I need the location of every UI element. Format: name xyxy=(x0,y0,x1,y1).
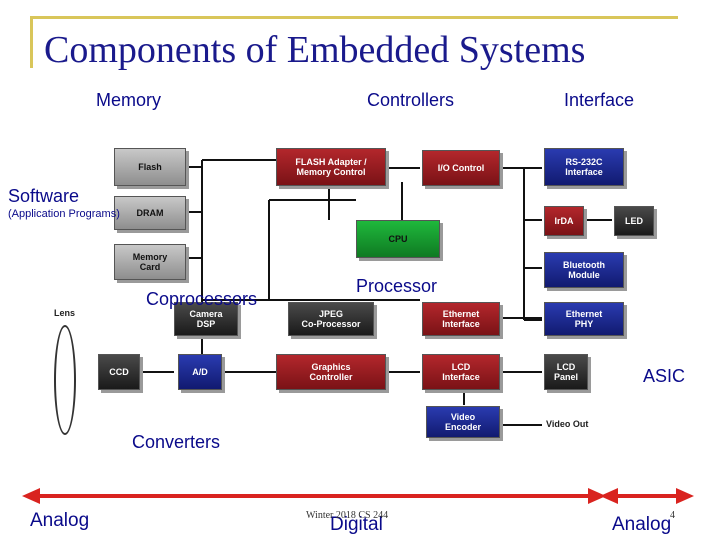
block-lcd-interface: LCD Interface xyxy=(422,354,500,390)
block-jpeg: JPEG Co-Processor xyxy=(288,302,374,336)
block-io-control: I/O Control xyxy=(422,150,500,186)
footer-course: Winter 2018 CS 244 xyxy=(306,510,389,521)
block-camera-dsp: Camera DSP xyxy=(174,302,238,336)
block-video-encoder: Video Encoder xyxy=(426,406,500,438)
block-ccd: CCD xyxy=(98,354,140,390)
block-cpu: CPU xyxy=(356,220,440,258)
block-flash-adapter: FLASH Adapter / Memory Control xyxy=(276,148,386,186)
analog-digital-arrow xyxy=(22,488,694,504)
block-irda: IrDA xyxy=(544,206,584,236)
block-ethernet-phy: Ethernet PHY xyxy=(544,302,624,336)
label-converters: Converters xyxy=(132,432,221,452)
block-graphics-controller: Graphics Controller xyxy=(276,354,386,390)
label-software-sub: (Application Programs) xyxy=(8,208,120,220)
label-processor: Processor xyxy=(356,276,438,296)
label-lens: Lens xyxy=(54,308,76,318)
label-coprocessors: Coprocessors xyxy=(146,289,258,309)
block-led: LED xyxy=(614,206,654,236)
label-software: Software xyxy=(8,186,80,206)
page-title: Components of Embedded Systems xyxy=(44,29,586,71)
footer-page-number: 4 xyxy=(670,510,675,521)
block-dram: DRAM xyxy=(114,196,186,230)
label-asic: ASIC xyxy=(643,366,686,386)
block-lcd-panel: LCD Panel xyxy=(544,354,588,390)
block-ad: A/D xyxy=(178,354,222,390)
label-analog-left: Analog xyxy=(30,510,90,531)
label-digital: Digital xyxy=(330,514,383,535)
block-memory-card: Memory Card xyxy=(114,244,186,280)
block-rs232c: RS-232C Interface xyxy=(544,148,624,186)
lens-shape xyxy=(54,325,76,435)
block-bluetooth: Bluetooth Module xyxy=(544,252,624,288)
label-memory: Memory xyxy=(96,90,162,110)
title-frame-left xyxy=(30,16,33,68)
embedded-system-diagram: Flash DRAM Memory Card FLASH Adapter / M… xyxy=(44,140,660,440)
label-analog-right: Analog xyxy=(612,514,672,535)
block-ethernet-interface: Ethernet Interface xyxy=(422,302,500,336)
label-controllers: Controllers xyxy=(367,90,455,110)
label-video-out: Video Out xyxy=(546,419,589,429)
block-flash: Flash xyxy=(114,148,186,186)
title-frame-top xyxy=(30,16,678,19)
label-interface: Interface xyxy=(564,90,635,110)
